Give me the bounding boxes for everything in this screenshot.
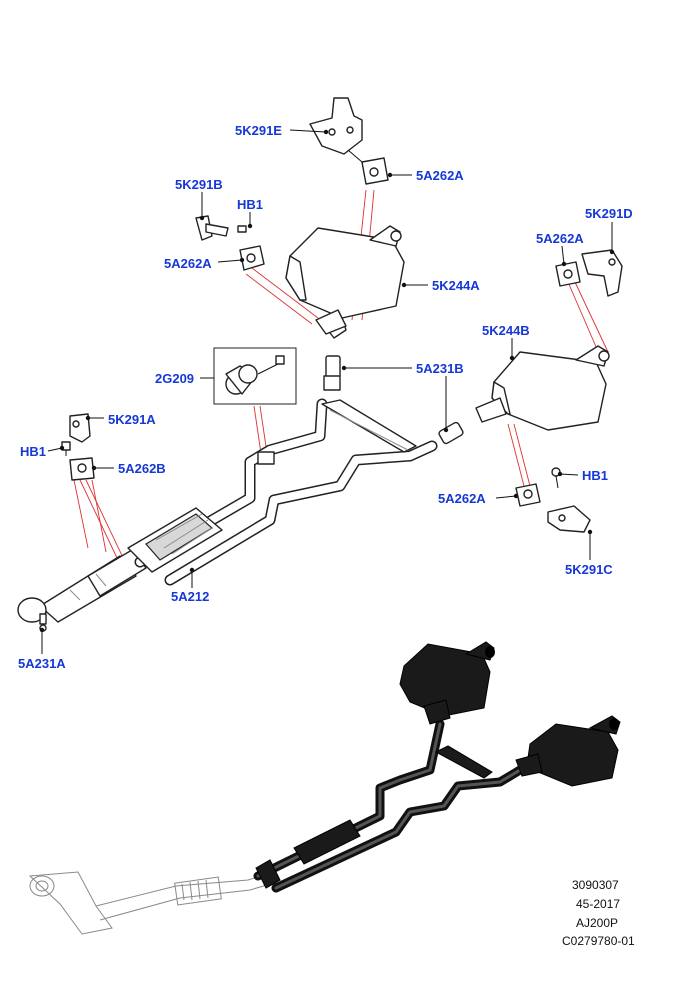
top-hanger-assembly <box>309 97 389 185</box>
callout-5a262b[interactable]: 5A262B <box>118 461 166 476</box>
reference-model: AJ200P <box>576 916 618 930</box>
callout-5k291d[interactable]: 5K291D <box>585 206 633 221</box>
catalytic-converter <box>127 507 223 573</box>
callout-5k291c[interactable]: 5K291C <box>565 562 613 577</box>
alignment-guides <box>73 189 609 569</box>
callout-5a262a-right[interactable]: 5A262A <box>536 231 584 246</box>
assembled-view <box>28 641 621 935</box>
rear-clamp <box>438 421 464 445</box>
inset-gasket-kit <box>213 347 297 405</box>
callout-5k291a[interactable]: 5K291A <box>108 412 156 427</box>
left-rear-muffler <box>285 225 405 335</box>
right-rear-muffler <box>475 345 610 431</box>
callout-5k244a[interactable]: 5K244A <box>432 278 480 293</box>
exploded-view <box>17 97 623 654</box>
callout-hb1-right[interactable]: HB1 <box>582 468 608 483</box>
callout-5k291e[interactable]: 5K291E <box>235 123 282 138</box>
assembled-right-muffler <box>515 715 621 787</box>
callout-5a262a-top[interactable]: 5A262A <box>416 168 464 183</box>
callout-5k291b[interactable]: 5K291B <box>175 177 223 192</box>
callout-5k244b[interactable]: 5K244B <box>482 323 530 338</box>
callout-5a212[interactable]: 5A212 <box>171 589 209 604</box>
callout-hb1-left[interactable]: HB1 <box>20 444 46 459</box>
assembled-pipes <box>253 719 525 893</box>
front-hanger-assembly <box>61 413 95 481</box>
left-hanger-assembly <box>195 215 265 271</box>
callout-labels: 5K291E 5A262A 5K291B HB1 5A262A 5K244A 5… <box>18 123 633 671</box>
reference-date: 45-2017 <box>576 897 620 911</box>
leader-lines <box>39 129 615 654</box>
right-hanger-assembly <box>555 249 623 297</box>
lower-right-hanger-assembly <box>515 467 591 533</box>
callout-5a262a-bottom[interactable]: 5A262A <box>438 491 486 506</box>
reference-block: 3090307 45-2017 AJ200P C0279780-01 <box>562 878 635 948</box>
reference-drawing-code: C0279780-01 <box>562 934 635 948</box>
assembled-left-muffler <box>399 641 495 725</box>
front-clamp <box>17 597 47 632</box>
assembled-front-section <box>28 871 271 935</box>
callout-5a262a-left[interactable]: 5A262A <box>164 256 212 271</box>
callout-5a231a[interactable]: 5A231A <box>18 656 66 671</box>
callout-hb1-top[interactable]: HB1 <box>237 197 263 212</box>
callout-5a231b[interactable]: 5A231B <box>416 361 464 376</box>
callout-2g209[interactable]: 2G209 <box>155 371 194 386</box>
reference-number: 3090307 <box>572 878 619 892</box>
